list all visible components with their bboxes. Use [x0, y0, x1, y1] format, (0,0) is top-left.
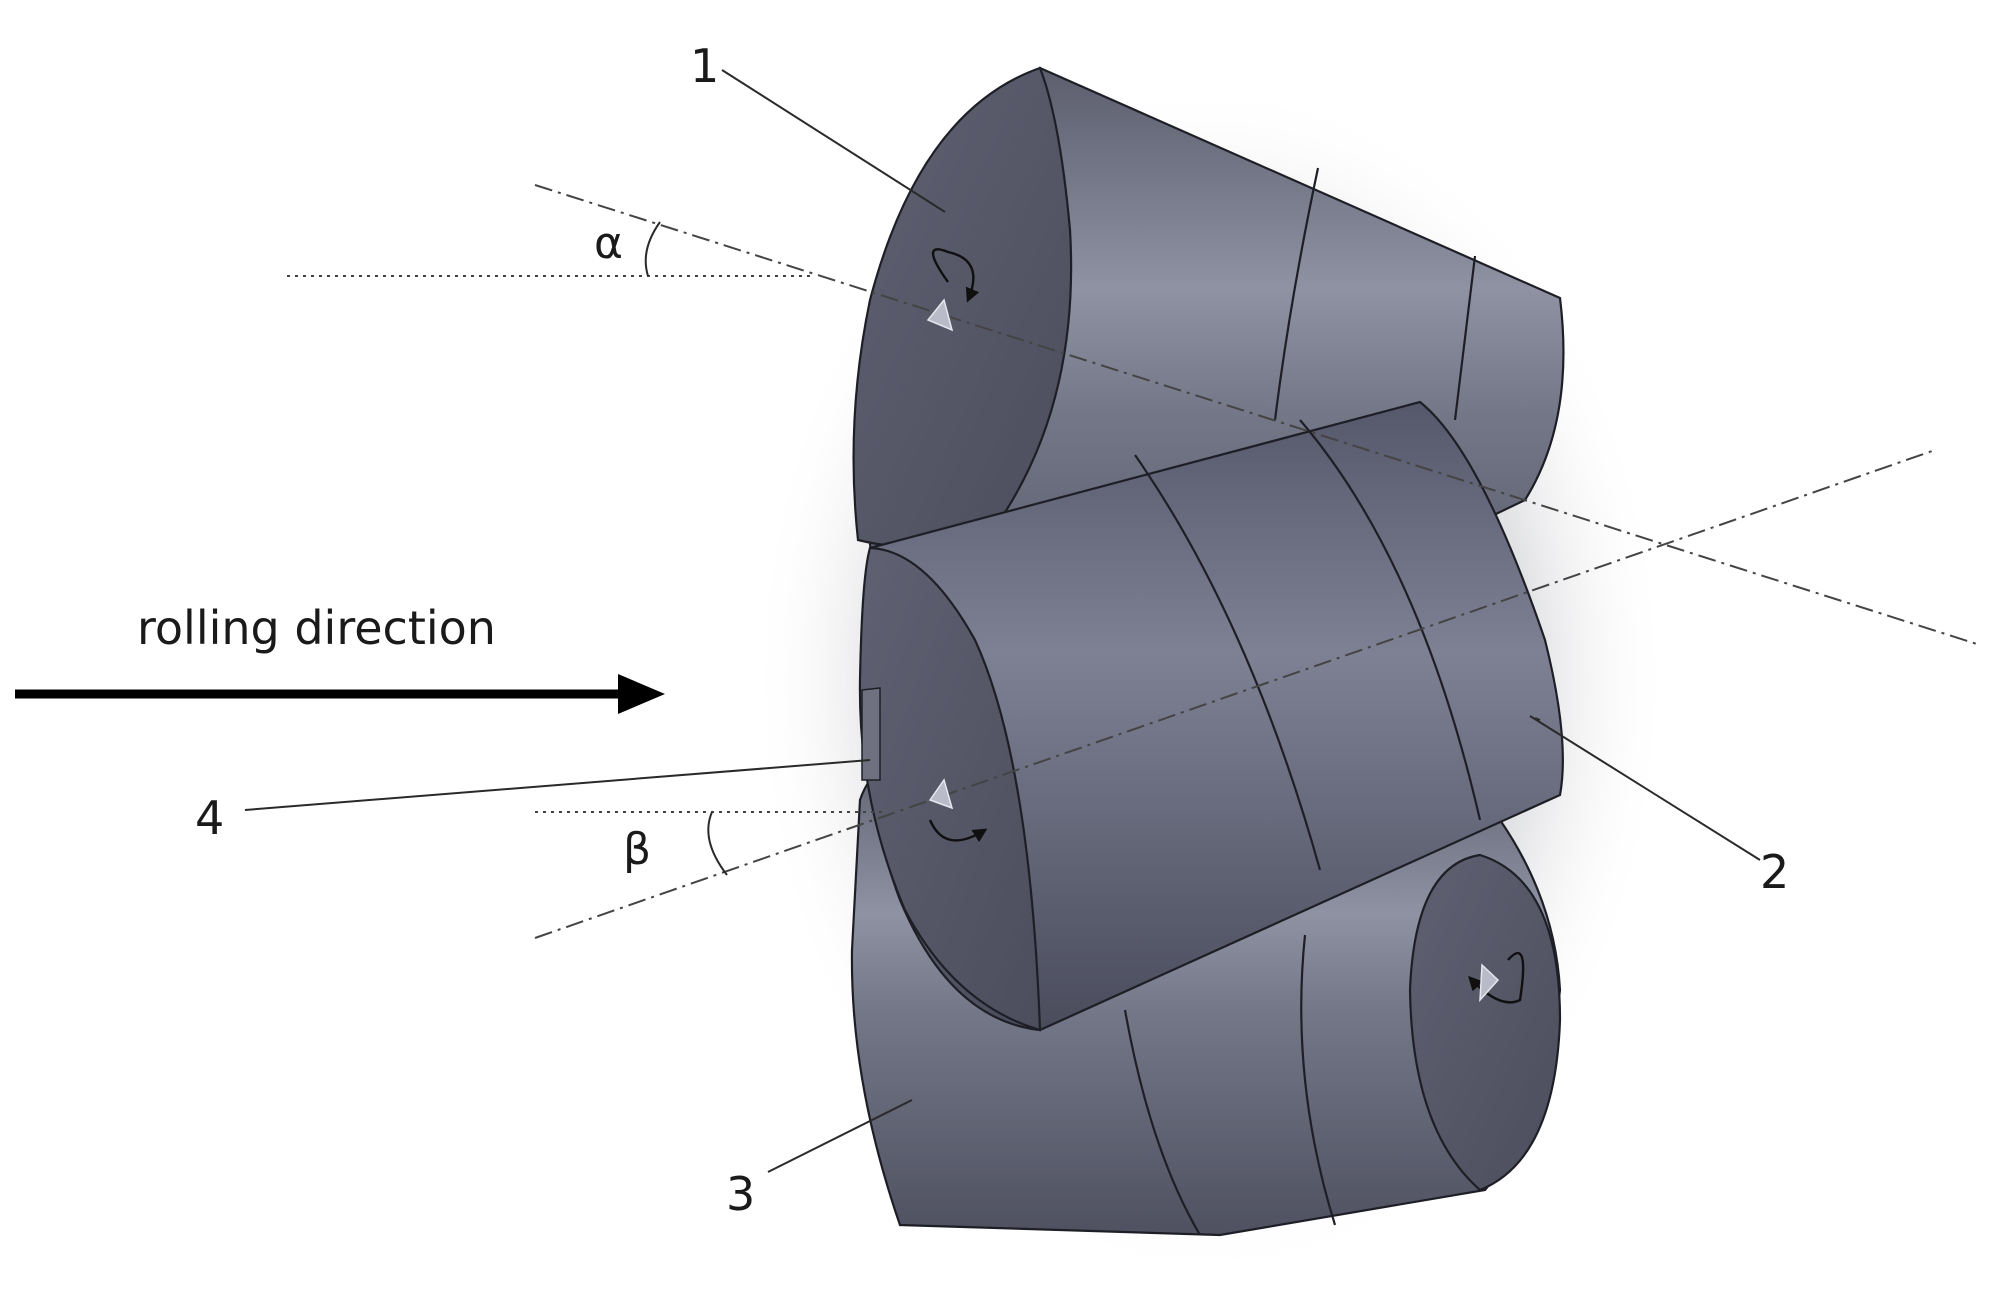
roll-2-band: [1134, 454, 1322, 871]
roll-3-end-face: [1408, 853, 1562, 1192]
leader-line-1: [721, 69, 946, 213]
roll-3-band: [1123, 1009, 1201, 1236]
beta-angle-arc: [707, 811, 728, 876]
label-roll-3: 3: [726, 1167, 755, 1221]
roll-2-band: [1299, 419, 1482, 821]
workpiece-stub: [861, 687, 881, 781]
roll-2-axis: [534, 449, 1936, 939]
leader-line-4: [244, 759, 871, 811]
label-alpha: α: [594, 218, 623, 269]
label-rolling-direction: rolling direction: [137, 601, 496, 655]
rotation-arrow-icon: [926, 248, 980, 332]
roll-3-band: [1300, 934, 1337, 1226]
label-roll-2: 2: [1760, 845, 1789, 899]
roll-2-end-face: [858, 546, 1042, 1032]
leader-line-2: [1529, 715, 1761, 861]
label-workpiece-4: 4: [195, 791, 224, 845]
leader-line-2: [1534, 717, 1541, 721]
alpha-angle-arc: [644, 221, 661, 277]
label-beta: β: [623, 824, 651, 875]
label-roll-1: 1: [690, 39, 719, 93]
roll-1-band: [1453, 255, 1477, 421]
leader-line-3: [767, 1099, 913, 1173]
roll-2: [858, 400, 1564, 1032]
roll-1-axis: [534, 184, 1981, 646]
rotation-arrow-icon: [928, 778, 988, 843]
rotation-arrow-icon: [1468, 952, 1525, 1004]
roll-1-band: [1273, 167, 1320, 421]
rolling-direction-arrow: [15, 674, 665, 714]
